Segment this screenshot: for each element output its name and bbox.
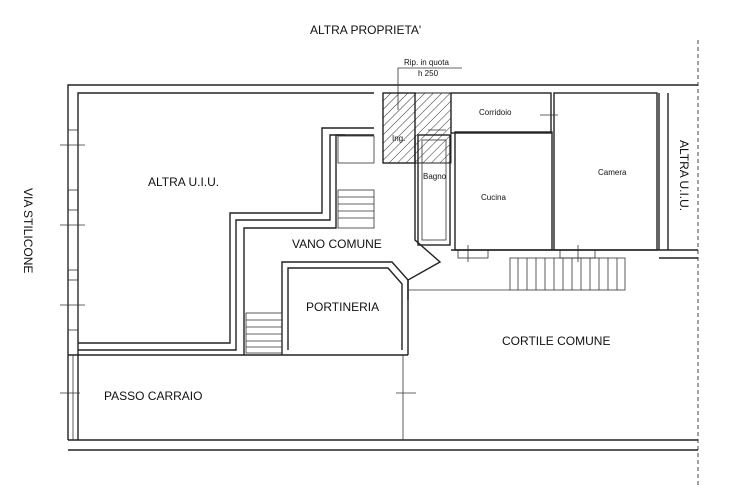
label-vano-comune: VANO COMUNE (292, 237, 382, 251)
label-altra-uiu-left: ALTRA U.I.U. (148, 175, 219, 189)
stairs-upper (337, 135, 375, 229)
passo-carraio-area (60, 354, 416, 440)
label-h250: h 250 (418, 69, 439, 78)
label-altra-uiu-right: ALTRA U.I.U. (677, 140, 691, 211)
label-altra-proprieta: ALTRA PROPRIETA' (310, 23, 421, 37)
rip-quota-leader (397, 67, 462, 110)
stairs-lower (245, 312, 283, 354)
label-cortile-comune: CORTILE COMUNE (502, 334, 610, 348)
stairs-courtyard (408, 257, 626, 291)
label-bagno: Bagno (423, 172, 447, 181)
apartment-area (382, 92, 658, 262)
label-portineria: PORTINERIA (306, 300, 379, 314)
label-ing: Ing. (392, 134, 405, 143)
label-cucina: Cucina (481, 193, 506, 202)
altra-uiu-right-room (451, 93, 698, 259)
vano-comune-area (243, 134, 442, 355)
label-camera: Camera (598, 168, 627, 177)
label-passo-carraio: PASSO CARRAIO (104, 389, 202, 403)
hatched-rip-quota (382, 92, 452, 164)
label-rip-quota: Rip. in quota (404, 58, 449, 67)
label-corridoio: Corridoio (479, 108, 512, 117)
label-via: VIA STILICONE (21, 188, 35, 273)
